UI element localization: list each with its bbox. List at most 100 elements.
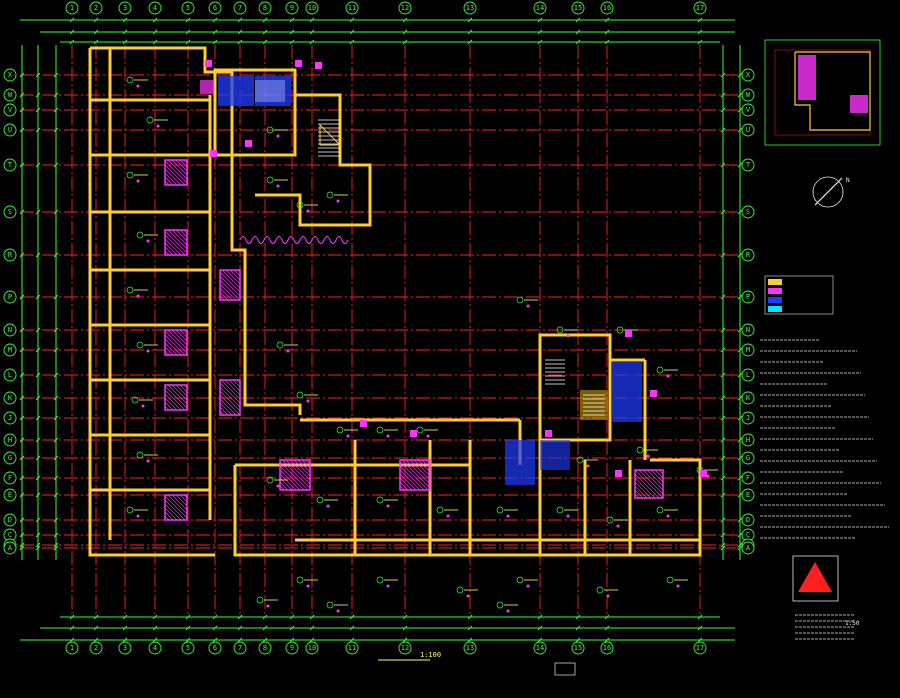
dim-tick [604,17,610,23]
axis-bubble [258,641,272,655]
hatch-stroke [642,469,664,491]
dim-tick [737,517,743,523]
axis-bubble [3,391,17,405]
annotation-marker [266,176,274,184]
hatch-stroke [305,459,311,465]
axis-bubble-label: W [746,91,751,99]
annotation-dot [306,399,310,403]
axis-bubble-label: 14 [536,644,544,652]
axis-bubble-label: E [8,491,12,499]
axis-bubble [3,541,17,555]
hatch-stroke [164,495,188,519]
hatch-stroke [228,379,241,392]
dim-tick [737,107,743,113]
hatch-stroke [175,159,188,172]
hatch-stroke [399,477,413,491]
hatch-pattern [164,159,664,521]
hatch-stroke [289,459,311,481]
dim-tick [185,39,191,45]
axis-bubble [345,641,359,655]
axis-bubble [285,1,299,15]
annotation-dot [506,514,510,518]
hatch-stroke [237,269,241,273]
hatch-stroke [164,330,188,354]
annotation-marker [126,286,134,294]
axis-bubble-label: 9 [290,4,294,12]
hatch-stroke [399,481,409,491]
title-block: 1:100 [378,651,576,676]
dim-tick [35,209,41,215]
axis-bubble [3,488,17,502]
dim-tick [152,17,158,23]
dim-tick [53,455,59,461]
axis-bubble-label: 12 [401,4,409,12]
hatch-stroke [279,465,305,491]
axis-bubble [398,1,412,15]
hatch-stroke [285,459,311,485]
axis-bubble-label: 16 [603,4,611,12]
hatch-stroke [164,511,174,521]
hatch-stroke [301,459,311,469]
axis-bubble-label: 16 [603,644,611,652]
annotation-marker [266,126,274,134]
dim-tick [69,625,75,631]
hatch-stroke [164,160,188,184]
hatch-stroke [171,159,188,176]
hatch-stroke [233,269,241,277]
hatch-stroke [634,489,644,499]
hatch-stroke [164,405,170,411]
axis-bubble [3,205,17,219]
axis-bubble [3,513,17,527]
dim-tick [185,625,191,631]
dim-tick [152,637,158,643]
axis-bubble [693,1,707,15]
axis-bubble [208,641,222,655]
hatch-stroke [219,291,229,301]
dim-tick [53,475,59,481]
dim-tick [537,625,543,631]
dim-tick [53,162,59,168]
axis-bubble-label: 9 [290,644,294,652]
hatch-stroke [164,164,186,186]
axis-bubble-label: 8 [263,644,267,652]
dim-tick [575,637,581,643]
annotation-marker [636,446,644,454]
annotation-dot [136,294,140,298]
axis-bubble-label: T [746,161,751,169]
hatch-stroke [164,172,178,186]
dim-tick [289,637,295,643]
dim-tick [185,637,191,643]
axis-bubble-label: C [8,531,12,539]
axis-bubble [693,641,707,655]
dim-tick [720,372,726,378]
hatch-stroke [220,379,241,400]
dim-tick [309,637,315,643]
dimension-ticks [19,17,743,643]
annotation-marker [596,586,604,594]
room-tag [245,140,252,147]
hatch-stroke [219,410,225,416]
axis-bubble-label: 10 [308,644,316,652]
dim-tick [720,127,726,133]
dim-tick [737,127,743,133]
axis-bubble-label: 8 [263,4,267,12]
dim-tick [122,637,128,643]
axis-bubble [3,451,17,465]
dim-tick [237,625,243,631]
axis-bubble-label: 13 [466,644,474,652]
scale-small: 1:50 [845,620,860,627]
dim-tick [720,107,726,113]
axis-bubble-label: X [8,71,13,79]
hatch-stroke [219,295,225,301]
hatch-stroke [279,469,301,491]
annotation-marker [266,476,274,484]
room-tag [295,60,302,67]
dim-tick [697,625,703,631]
axis-bubble [741,541,755,555]
axis-bubble [741,158,755,172]
dim-tick [720,327,726,333]
dim-tick [737,455,743,461]
